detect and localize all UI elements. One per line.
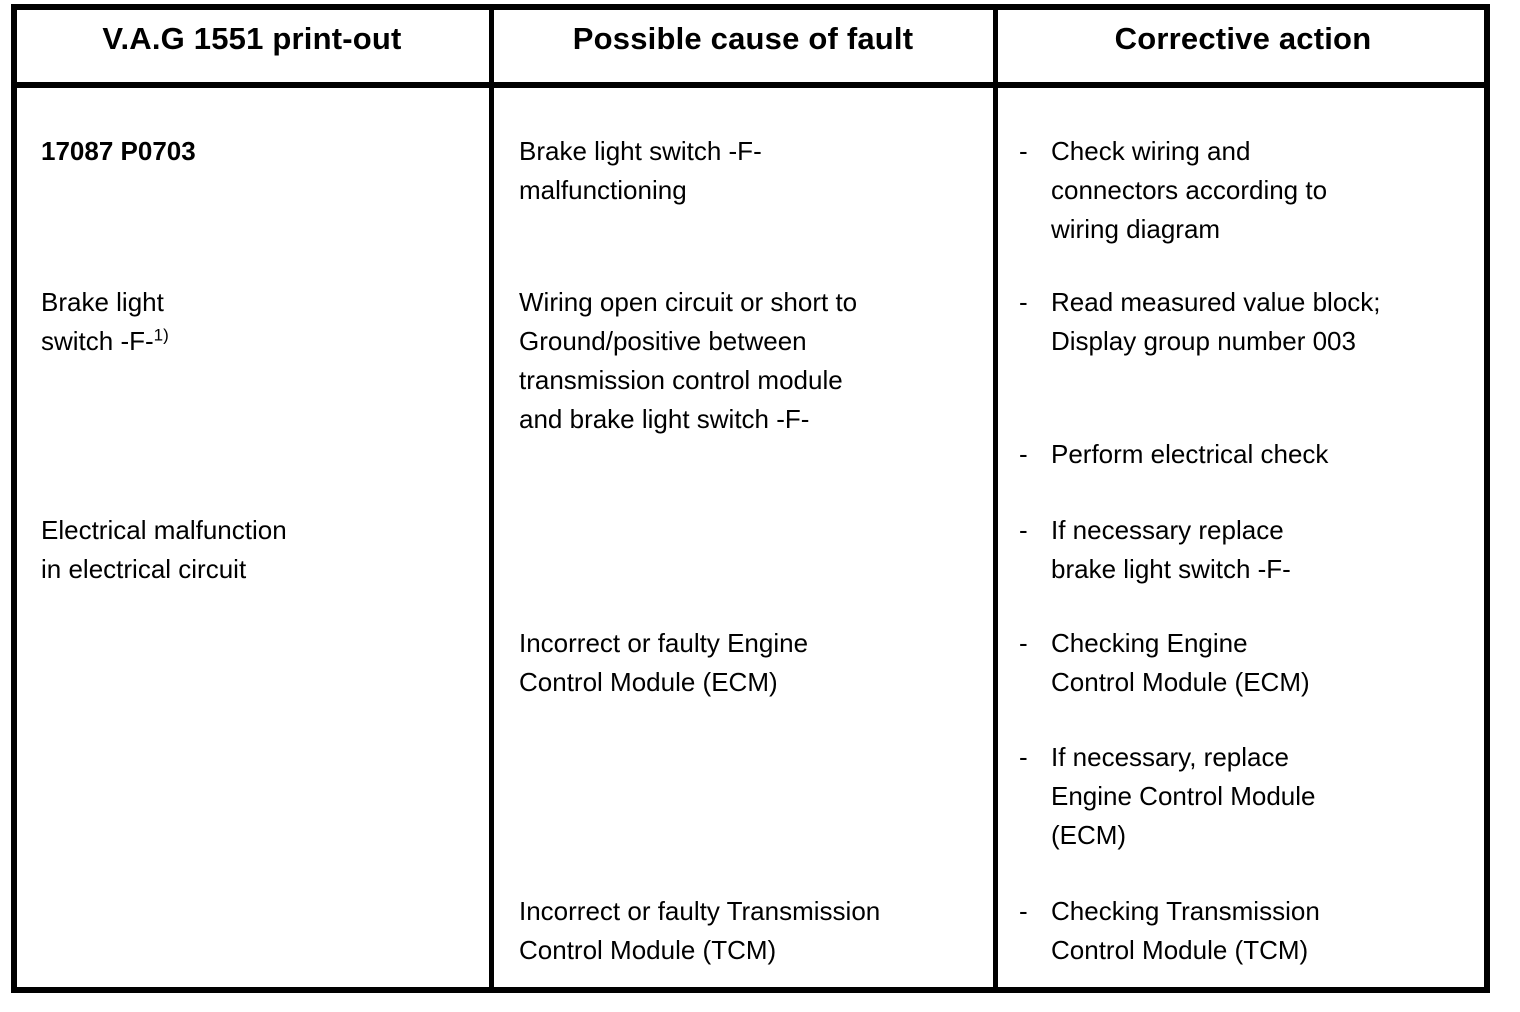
- fault-code: 17087 P0703: [41, 136, 196, 166]
- footnote-marker: 1): [153, 325, 169, 345]
- action-item-1: - Check wiring and connectors according …: [1019, 132, 1484, 249]
- fault-component: Brake light switch -F-1): [41, 283, 471, 361]
- action-item-6-text: If necessary, replace Engine Control Mod…: [1051, 742, 1316, 850]
- bullet-dash-icon: -: [1019, 136, 1028, 166]
- fault-description: Electrical malfunction in electrical cir…: [41, 515, 287, 584]
- action-item-1-text: Check wiring and connectors according to…: [1051, 136, 1328, 244]
- bullet-dash-icon: -: [1019, 287, 1028, 317]
- column-divider-1: [489, 4, 494, 993]
- cause-item-3: Incorrect or faulty Engine Control Modul…: [519, 628, 809, 697]
- action-item-4: - If necessary replace brake light switc…: [1019, 511, 1484, 589]
- column-header-possible-cause: Possible cause of fault: [572, 21, 914, 56]
- fault-component-text: Brake light switch -F-: [41, 287, 164, 356]
- action-item-3-text: Perform electrical check: [1051, 439, 1329, 469]
- bullet-dash-icon: -: [1019, 439, 1028, 469]
- bullet-dash-icon: -: [1019, 742, 1028, 772]
- action-item-7: - Checking Transmission Control Module (…: [1019, 892, 1484, 970]
- column-header-corrective-action: Corrective action: [1114, 21, 1372, 56]
- action-item-7-text: Checking Transmission Control Module (TC…: [1051, 896, 1320, 965]
- cause-item-1: Brake light switch -F- malfunctioning: [519, 136, 762, 205]
- cause-item-4: Incorrect or faulty Transmission Control…: [519, 896, 881, 965]
- column-header-printout: V.A.G 1551 print-out: [102, 21, 402, 56]
- action-item-2: - Read measured value block; Display gro…: [1019, 283, 1484, 361]
- header-divider-rule: [11, 82, 1490, 88]
- action-item-2-text: Read measured value block; Display group…: [1051, 287, 1381, 356]
- table-border: [11, 4, 1490, 993]
- bullet-dash-icon: -: [1019, 515, 1028, 545]
- column-divider-2: [993, 4, 998, 993]
- bullet-dash-icon: -: [1019, 628, 1028, 658]
- action-item-4-text: If necessary replace brake light switch …: [1051, 515, 1291, 584]
- action-item-6: - If necessary, replace Engine Control M…: [1019, 738, 1484, 855]
- cause-item-2: Wiring open circuit or short to Ground/p…: [519, 287, 858, 434]
- action-item-5-text: Checking Engine Control Module (ECM): [1051, 628, 1310, 697]
- action-item-3: - Perform electrical check: [1019, 435, 1484, 474]
- action-item-5: - Checking Engine Control Module (ECM): [1019, 624, 1484, 702]
- bullet-dash-icon: -: [1019, 896, 1028, 926]
